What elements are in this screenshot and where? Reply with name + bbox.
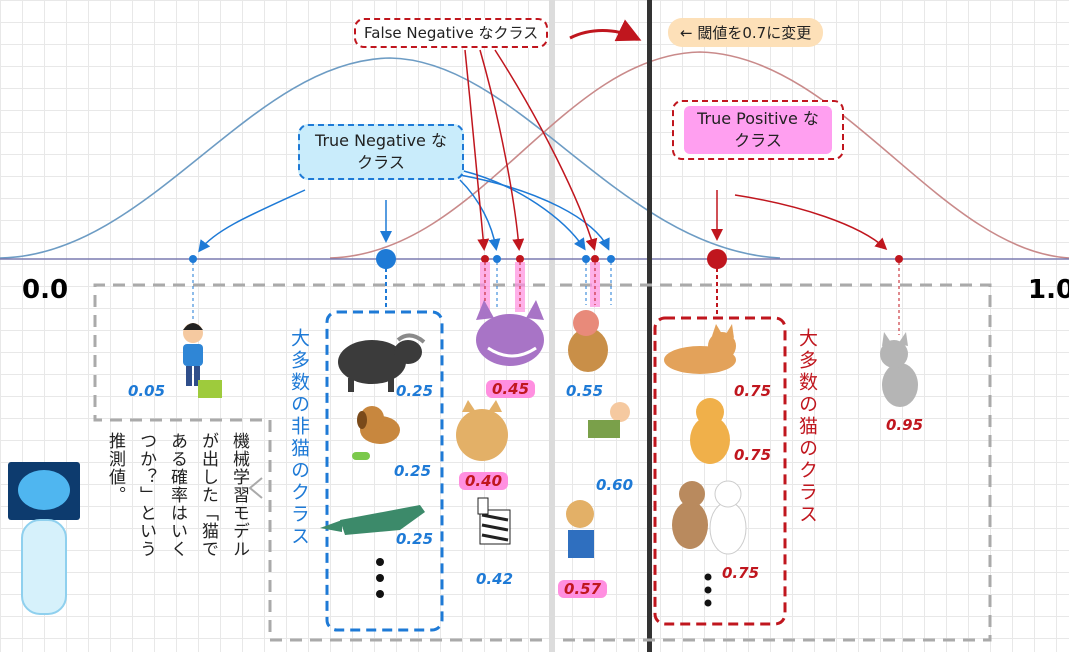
crocodile-illustration: [320, 505, 425, 535]
point-non-cat-majority: [376, 249, 396, 269]
cat-group-label: 大多数の猫のクラス: [796, 328, 818, 526]
ellipsis-dots: [376, 558, 712, 607]
point-catman: [591, 255, 599, 263]
value-cat3: 0.75: [722, 564, 760, 582]
model-note-line4: つか？」という: [136, 432, 156, 558]
point-fatcat: [481, 255, 489, 263]
gray-cat-illustration: [880, 332, 918, 407]
center-divider: [549, 0, 555, 652]
value-monkey: 0.55: [566, 382, 604, 400]
point-graycat: [895, 255, 903, 263]
value-man: 0.60: [596, 476, 634, 494]
value-fatcat: 0.40: [459, 472, 509, 490]
brain-head-illustration: [8, 462, 80, 615]
monkey-illustration: [568, 310, 608, 372]
model-note-line1: 機械学習モデル: [229, 432, 249, 558]
non-cat-group-label: 大多数の非猫のクラス: [288, 328, 310, 548]
outer-dashed-frame: [560, 283, 992, 642]
dog-illustration: [352, 406, 400, 460]
value-croc: 0.25: [396, 530, 434, 548]
cat-distribution-curve: [329, 51, 1069, 259]
man-illustration: [588, 402, 630, 438]
cheshire-cat-illustration: [476, 300, 544, 366]
non-cat-group-box: [325, 310, 444, 632]
left-dashed-frame: [93, 283, 545, 642]
value-buffalo: 0.25: [396, 382, 434, 400]
boy-illustration: [183, 323, 222, 398]
true-negative-callout: True Negative な クラス: [298, 124, 464, 180]
non-cat-distribution-curve: [0, 57, 781, 259]
true-positive-line2: クラス: [734, 131, 782, 150]
cat1-illustration: [664, 324, 736, 374]
fat-cat-illustration: [456, 400, 508, 461]
point-zebra: [493, 255, 501, 263]
true-negative-line1: True Negative な: [315, 131, 447, 150]
point-monkey: [582, 255, 590, 263]
value-cat2: 0.75: [734, 446, 772, 464]
cat2-illustration: [690, 398, 730, 464]
point-cat-majority: [707, 249, 727, 269]
cat-man-illustration: [566, 500, 594, 558]
value-cheshire: 0.45: [486, 380, 536, 398]
threshold-line: [647, 0, 652, 652]
point-cheshire: [516, 255, 524, 263]
value-catman: 0.57: [558, 580, 608, 598]
value-graycat: 0.95: [886, 416, 924, 434]
threshold-callout: ← 閾値を0.7に変更: [668, 18, 824, 47]
model-note: 機械学習モデル が出した「猫で ある確率はいく つか？」という 推測値。: [92, 432, 252, 642]
value-dog: 0.25: [394, 462, 432, 480]
buffalo-illustration: [338, 333, 426, 392]
cat-group-box: [653, 316, 787, 626]
true-positive-line1: True Positive な: [697, 109, 819, 128]
true-negative-line2: クラス: [357, 153, 405, 172]
axis-max-label: 1.0: [1028, 275, 1069, 305]
zebra-illustration: [477, 497, 511, 545]
model-note-line3: ある確率はいく: [167, 432, 187, 558]
point-man: [607, 255, 615, 263]
false-negative-callout: False Negative なクラス: [354, 18, 549, 48]
value-boy: 0.05: [128, 382, 166, 400]
value-cat1: 0.75: [734, 382, 772, 400]
note-bracket: [248, 477, 263, 499]
model-note-line5: 推測値。: [105, 432, 125, 504]
point-boy: [189, 255, 197, 263]
true-positive-callout: True Positive な クラス: [672, 100, 844, 160]
model-note-line2: が出した「猫で: [198, 432, 218, 558]
cat3-illustration: [672, 480, 747, 555]
value-zebra: 0.42: [476, 570, 514, 588]
axis-min-label: 0.0: [22, 275, 69, 305]
